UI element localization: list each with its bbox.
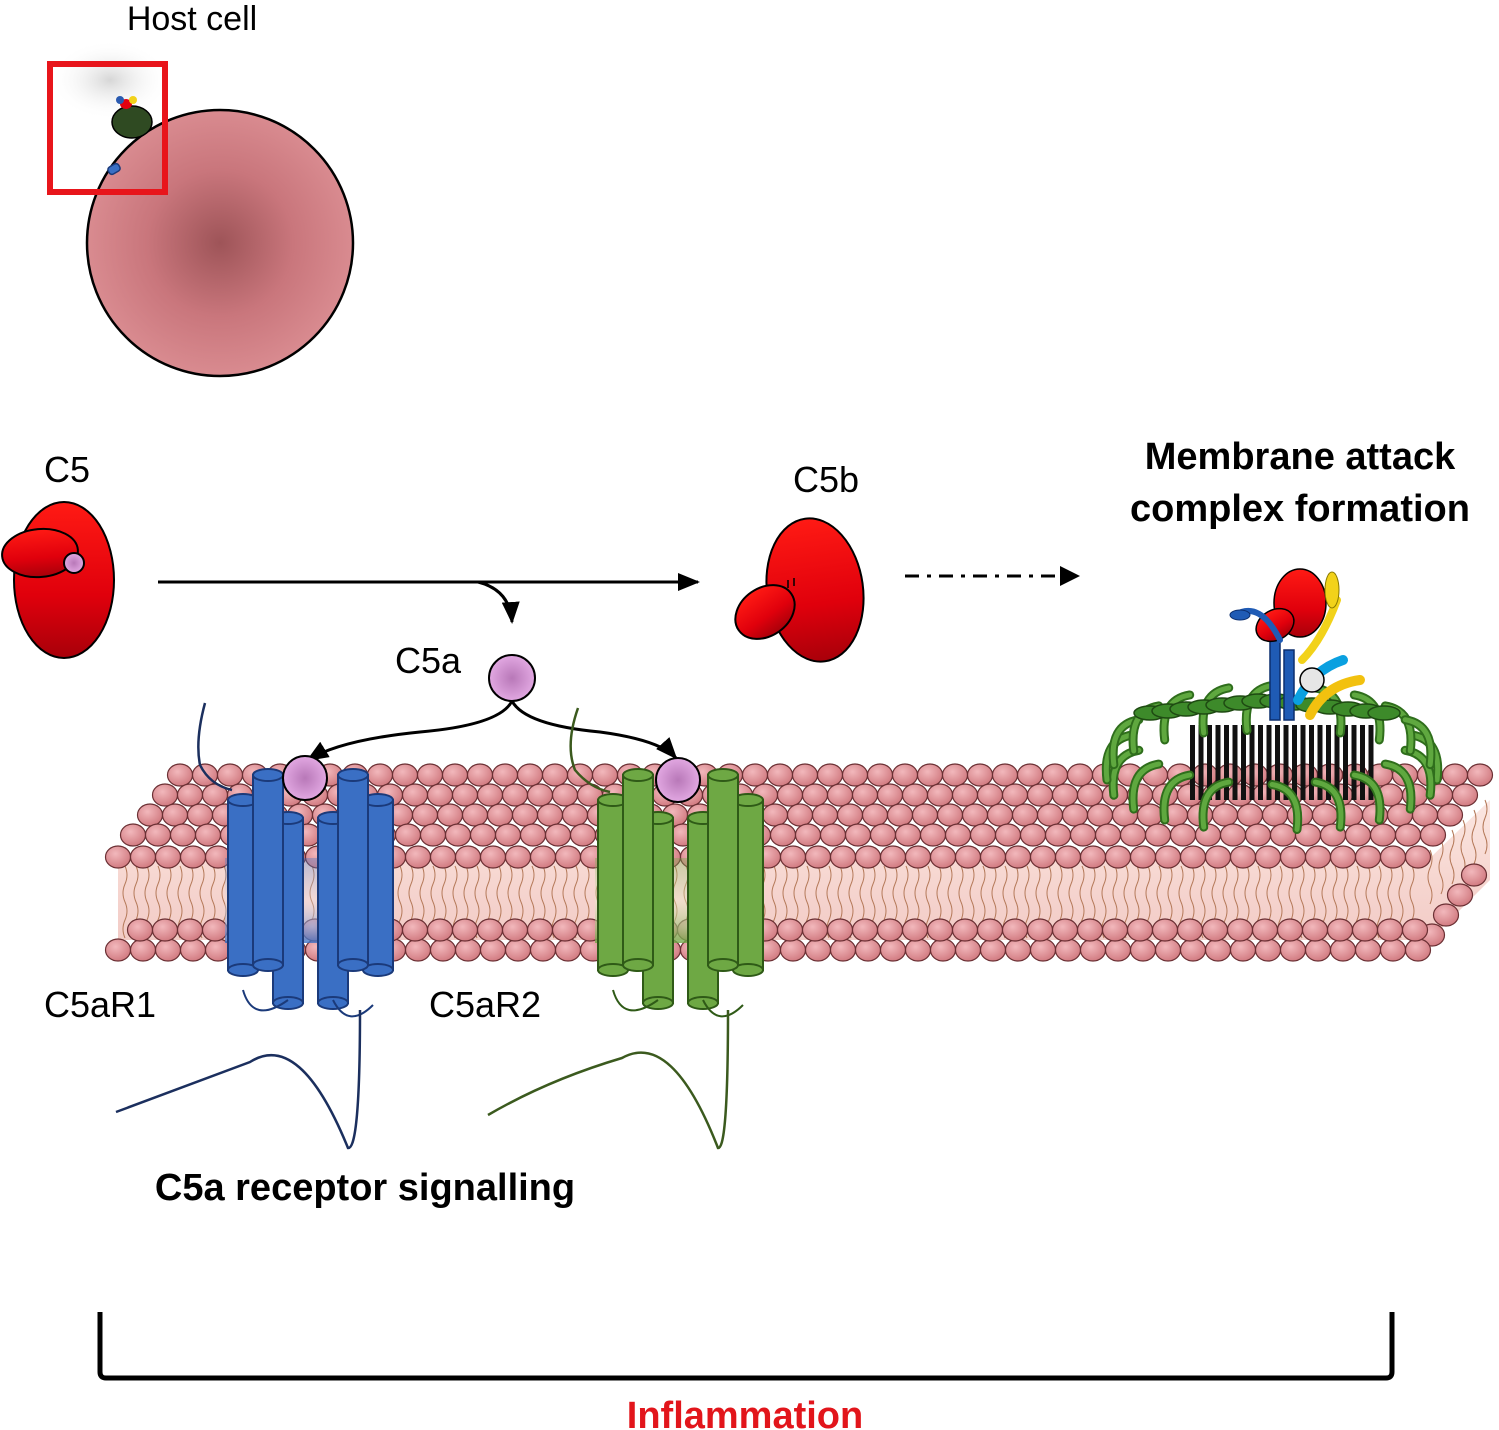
highlight-box: [47, 61, 168, 195]
membrane-attack-complex-icon: [1101, 568, 1443, 834]
c5b-protein-icon: [734, 517, 865, 663]
c5ar1-c-terminus: [115, 1009, 362, 1150]
c5ar2-label: C5aR2: [429, 984, 541, 1025]
c5a-to-c5ar1-arrow: [306, 700, 514, 762]
mac-title-line1: Membrane attack: [1145, 436, 1456, 478]
c5ar1-n-terminus: [197, 702, 233, 792]
signalling-label: C5a receptor signalling: [155, 1167, 575, 1209]
c5ar2-n-terminus: [569, 707, 611, 794]
host-cell-group: Host cell: [47, 0, 355, 378]
c5a-group: C5a: [395, 640, 536, 702]
c5a-release-arrow: [477, 580, 520, 624]
inflammation-label: Inflammation: [627, 1395, 863, 1430]
c5-label: C5: [44, 449, 90, 490]
mini-mac-icon: [107, 96, 153, 176]
c5a-bound-c5ar2: [655, 757, 701, 803]
mac-arrow-head: [1060, 566, 1080, 586]
inflammation-bracket: [97, 1312, 1395, 1381]
c5a-bound-c5ar1: [282, 755, 328, 801]
c5b-label: C5b: [793, 459, 859, 500]
c5a-label: C5a: [395, 640, 462, 681]
host-cell-icon: [85, 108, 355, 378]
mac-title-line2: complex formation: [1130, 488, 1470, 530]
c5ar1-label: C5aR1: [44, 984, 156, 1025]
c5a-fragment-icon: [488, 654, 536, 702]
c5ar2-c-terminus: [487, 1009, 730, 1150]
membrane-core: [118, 800, 1490, 940]
host-cell-label: Host cell: [127, 0, 257, 38]
host-cell-shadow: [50, 40, 170, 120]
c5ar2-receptor-icon: [597, 768, 764, 1018]
c5-group: C5: [1, 449, 115, 659]
c5-protein-icon: [1, 501, 115, 659]
c5ar1-receptor-icon: [227, 768, 394, 1018]
c5b-group: C5b: [734, 459, 865, 663]
c5a-to-c5ar2-arrow: [510, 700, 678, 760]
